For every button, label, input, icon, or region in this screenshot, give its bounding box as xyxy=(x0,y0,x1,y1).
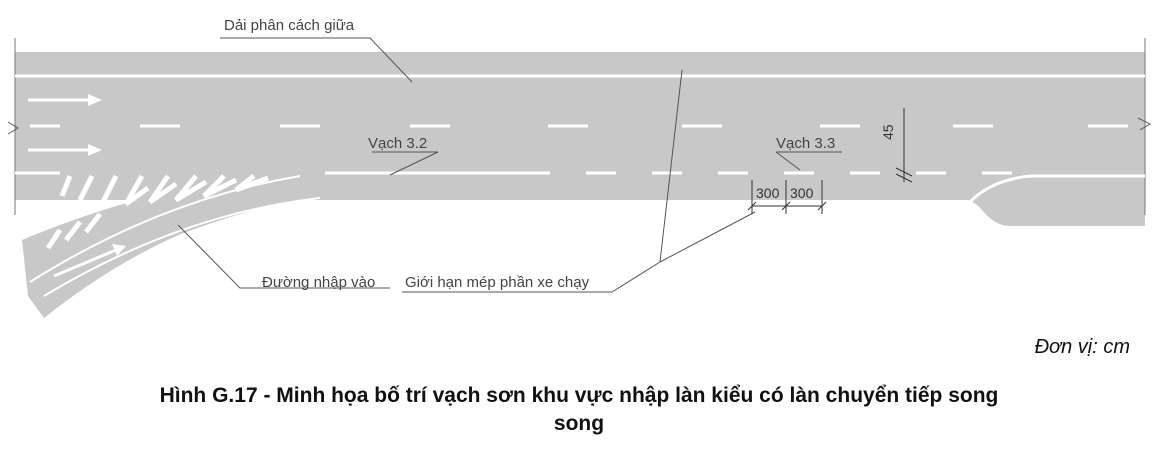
unit-label: Đơn vị: cm xyxy=(1034,336,1130,358)
arrow-icon xyxy=(28,94,126,278)
ramp-arm xyxy=(22,176,320,318)
caption-line-2: song xyxy=(553,412,605,435)
outer-edge-line xyxy=(310,174,1145,220)
label-line-3-3: Vạch 3.3 xyxy=(776,135,835,152)
dimension-vertical: 45 xyxy=(880,124,896,140)
chevron-hatching xyxy=(45,174,269,250)
dimension-seg-b: 300 xyxy=(790,185,814,201)
dimension-marks xyxy=(747,108,913,214)
merge-ramp xyxy=(15,176,1145,300)
figure-caption: Hình G.17 - Minh họa bố trí vạch sơn khu… xyxy=(0,382,1158,438)
label-line-3-2: Vạch 3.2 xyxy=(368,135,427,152)
leader-lines xyxy=(177,37,842,293)
ramp-lane-line xyxy=(29,175,301,283)
break-right xyxy=(1137,117,1152,131)
caption-line-1: Hình G.17 - Minh họa bố trí vạch sơn khu… xyxy=(159,384,999,407)
label-merge-road: Đường nhập vào xyxy=(262,274,375,291)
ramp-edge-line xyxy=(43,197,321,297)
label-median: Dải phân cách giữa xyxy=(224,17,355,34)
label-edge-limit: Giới hạn mép phần xe chạy xyxy=(405,274,590,291)
dimension-seg-a: 300 xyxy=(756,185,780,201)
break-left xyxy=(7,121,19,135)
